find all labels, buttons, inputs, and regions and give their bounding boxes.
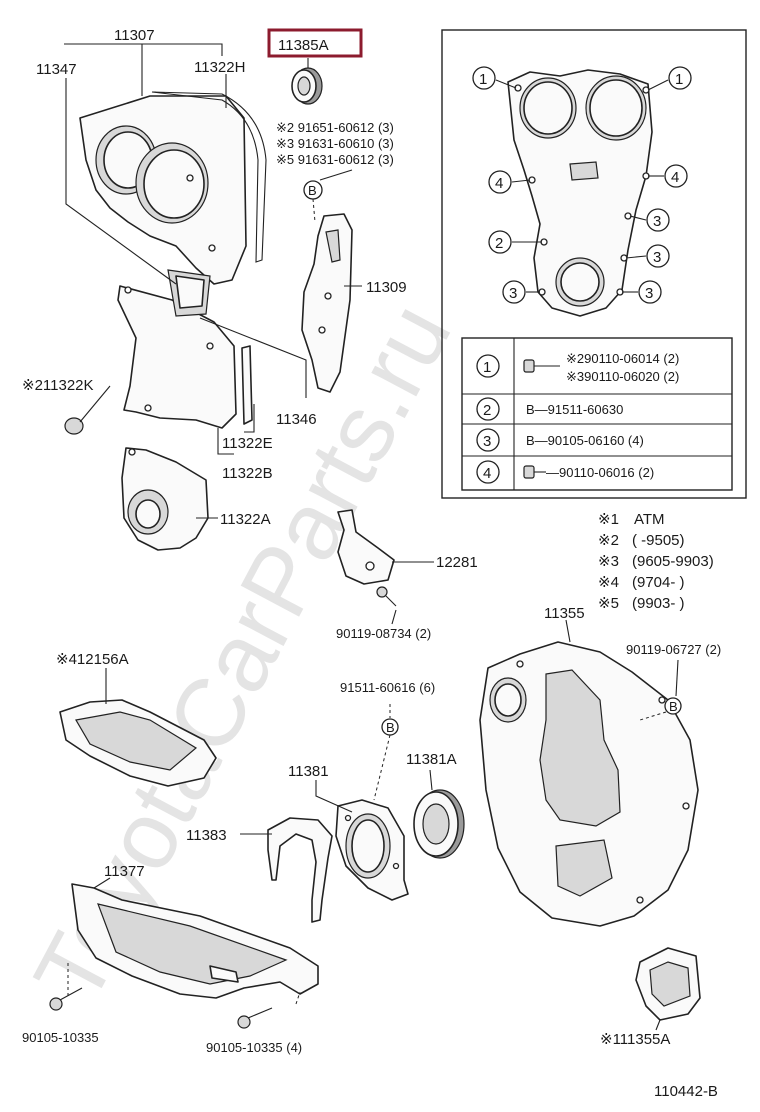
inset-table: 1 2 3 4 ※290110-06014 (2) ※390110-06020 … (461, 337, 733, 491)
label-90119-08734[interactable]: 90119-08734 (2) (336, 626, 431, 641)
label-11322B[interactable]: 11322B (222, 465, 273, 482)
cover-12156A[interactable] (59, 699, 217, 787)
table-num-3: 3 (483, 433, 491, 450)
screw-icon (523, 465, 546, 479)
callout-4: 4 (671, 169, 679, 186)
timing-cover-11309[interactable] (301, 213, 353, 393)
bolt-marker-b-icon (664, 697, 682, 715)
label-90105-10335[interactable]: 90105-10335 (22, 1030, 99, 1045)
callout-2: 2 (495, 235, 503, 252)
label-11322H[interactable]: 11322H (194, 59, 245, 76)
footnotes: ※1 ATM ※2 ( -9505) ※3 (9605-9903) ※4 (97… (598, 511, 714, 612)
table-num-2: 2 (483, 402, 491, 419)
footnote-key-5: ※5 (598, 595, 619, 612)
label-91511-60616[interactable]: 91511-60616 (6) (340, 680, 435, 695)
footnote-value-1: ATM (634, 511, 665, 528)
label-90119-06727[interactable]: 90119-06727 (2) (626, 642, 721, 657)
oil-seal-11385A[interactable] (291, 67, 323, 105)
table-row-4: —90110-06016 (2) (546, 465, 654, 480)
screw-icon (523, 359, 560, 373)
callout-3: 3 (653, 213, 661, 230)
timing-cover-11346[interactable] (117, 269, 237, 429)
oil-seal-11381A[interactable] (413, 789, 465, 859)
diagram-id: 110442-B (654, 1083, 718, 1100)
label-11347[interactable]: 11347 (36, 61, 77, 78)
leader-lines (64, 43, 679, 1031)
label-11381A[interactable]: 11381A (406, 751, 457, 768)
footnote-value-3: (9605-9903) (632, 553, 714, 570)
label-11385A[interactable]: 11385A (278, 37, 329, 54)
label-11322E[interactable]: 11322E (222, 435, 273, 452)
label-11322A[interactable]: 11322A (220, 511, 271, 528)
callout-4: 4 (495, 175, 503, 192)
label-211322K[interactable]: ※211322K (22, 377, 94, 394)
callout-1: 1 (479, 71, 487, 88)
bolt-90119-08734[interactable] (376, 586, 397, 607)
footnote-key-4: ※4 (598, 574, 619, 591)
stiffener-plate-11377[interactable] (71, 883, 319, 999)
bolt-marker-letter: B (669, 699, 678, 714)
label-11383[interactable]: 11383 (186, 827, 227, 844)
plug-11322K[interactable] (64, 417, 84, 435)
gasket-11383[interactable] (267, 817, 333, 923)
gasket-11322H[interactable] (151, 91, 267, 263)
footnote-key-3: ※3 (598, 553, 619, 570)
table-row-2: B—91511-60630 (526, 402, 623, 417)
label-11307[interactable]: 11307 (114, 27, 155, 44)
gasket-11322E[interactable] (241, 345, 253, 425)
footnote-key-1: ※1 (598, 511, 619, 528)
footnote-value-5: (9903- ) (632, 595, 685, 612)
label-11355[interactable]: 11355 (544, 605, 585, 622)
label-90105-10335-4[interactable]: 90105-10335 (4) (206, 1040, 302, 1055)
label-11309[interactable]: 11309 (366, 279, 407, 296)
label-11377[interactable]: 11377 (104, 863, 145, 880)
bracket-12281[interactable] (337, 509, 395, 585)
callout-1: 1 (675, 71, 683, 88)
label-12281[interactable]: 12281 (436, 554, 478, 571)
inset-callouts: 1 1 4 4 2 3 3 3 3 (472, 66, 692, 304)
end-plate-11355[interactable] (479, 641, 699, 927)
inset-panel (441, 29, 747, 499)
label-11381[interactable]: 11381 (288, 763, 329, 780)
footnote-key-2: ※2 (598, 532, 619, 549)
table-num-1: 1 (483, 359, 491, 376)
retainer-11381[interactable] (335, 799, 409, 901)
bolt-90105-10335-left[interactable] (49, 987, 83, 1011)
table-row-1-line-2: ※390110-06020 (2) (566, 369, 679, 384)
bolt-marker-letter: B (386, 720, 395, 735)
label-11346[interactable]: 11346 (276, 411, 317, 428)
table-row-1-line-1: ※290110-06014 (2) (566, 351, 679, 366)
timing-cover-11307[interactable] (79, 95, 247, 285)
bolt-note-3: ※5 91631-60612 (3) (276, 152, 394, 167)
callout-3: 3 (645, 285, 653, 302)
cover-11355A[interactable] (635, 947, 701, 1021)
footnote-value-4: (9704- ) (632, 574, 685, 591)
label-412156A[interactable]: ※412156A (56, 651, 129, 668)
callout-3: 3 (509, 285, 517, 302)
callout-3: 3 (653, 249, 661, 266)
bolt-note-1: ※2 91651-60612 (3) (276, 120, 394, 135)
table-num-4: 4 (483, 465, 491, 482)
timing-cover-11322A[interactable] (121, 447, 209, 551)
label-111355A[interactable]: ※111355A (600, 1031, 670, 1048)
table-row-3: B—90105-06160 (4) (526, 433, 644, 448)
bolt-90105-10335-right[interactable] (237, 1007, 273, 1029)
bolt-note-2: ※3 91631-60610 (3) (276, 136, 394, 151)
footnote-value-2: ( -9505) (632, 532, 685, 549)
highlight-box (267, 28, 363, 58)
bolt-marker-letter: B (308, 183, 317, 198)
